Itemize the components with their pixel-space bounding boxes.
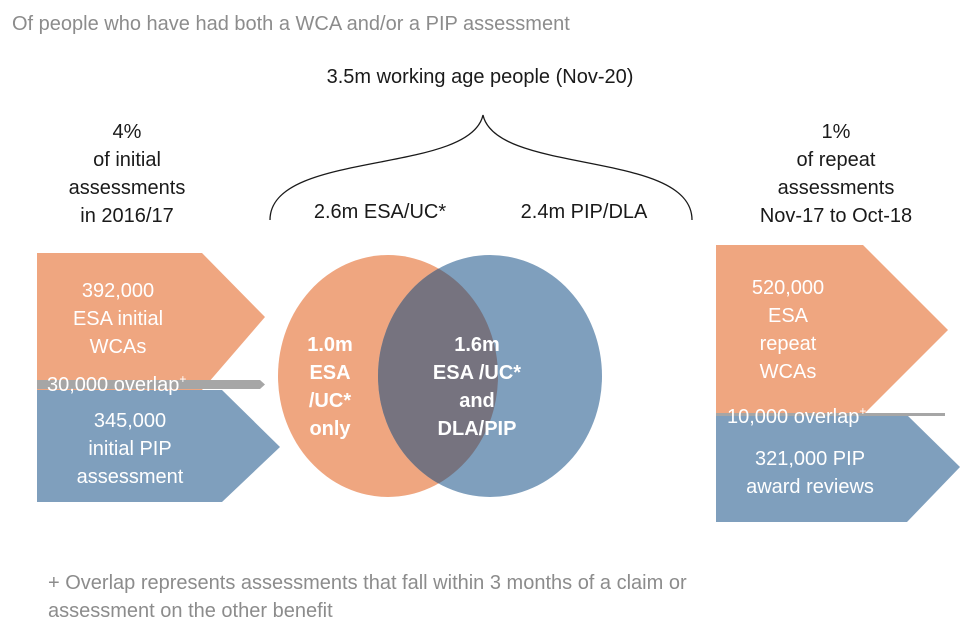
esa-repeat-text: 520,000 ESA repeat WCAs [752,277,824,383]
total-label: 3.5m working age people (Nov-20) [327,66,634,88]
plus-marker: + [179,372,186,386]
right-only-line: 0.8m [619,334,665,356]
overlap-right-label: 10,000 overlap+ [727,404,866,428]
right-set-label: 2.4m PIP/DLA [521,201,648,223]
esa-initial-line: ESA initial [73,308,163,330]
plus-marker: + [859,404,866,418]
pip-initial-line: initial PIP [88,438,171,460]
esa-repeat-line: WCAs [760,361,817,383]
right-stat: 1% of repeat assessments Nov-17 to Oct-1… [760,121,912,227]
overlap-right-text: 10,000 overlap [727,406,859,428]
overlap-region [378,255,498,497]
brace [269,114,693,221]
esa-repeat-line: ESA [768,305,809,327]
overlap-bar-right [716,413,945,416]
left-only-line: only [309,418,351,440]
right-stat-line: Nov-17 to Oct-18 [760,205,912,227]
esa-repeat-line: repeat [760,333,817,355]
pip-review-arrow [716,415,960,522]
right-stat-line: of repeat [797,149,876,171]
left-set-label: 2.6m ESA/UC* [314,201,446,223]
left-stat-line: 4% [113,121,142,143]
esa-initial-text: 392,000 ESA initial WCAs [73,280,163,358]
footnote-line: assessment on the other benefit [48,600,333,622]
both-line: ESA /UC* [433,362,521,384]
pip-initial-line: assessment [77,466,184,488]
left-stat-line: assessments [69,177,186,199]
both-line: DLA/PIP [438,418,517,440]
right-only-line: DLA [621,390,662,412]
pip-review-text: 321,000 PIP award reviews [746,448,874,498]
left-stat-line: in 2016/17 [80,205,173,227]
pip-review-line: 321,000 PIP [755,448,865,470]
both-text: 1.6m ESA /UC* and DLA/PIP [433,334,521,440]
right-only-line: PIP/ [623,362,661,384]
right-stat-line: 1% [822,121,851,143]
right-only-line: only [621,418,663,440]
left-only-line: ESA [309,362,350,384]
pip-initial-text: 345,000 initial PIP assessment [77,410,184,488]
esa-repeat-line: 520,000 [752,277,824,299]
left-only-line: 1.0m [307,334,353,356]
overlap-left-label: 30,000 overlap+ [47,372,186,396]
right-stat-line: assessments [778,177,895,199]
footnote-line: + Overlap represents assessments that fa… [48,572,687,594]
pip-initial-line: 345,000 [94,410,166,432]
overlap-left-text: 30,000 overlap [47,374,179,396]
footnote: + Overlap represents assessments that fa… [48,572,687,622]
left-stat-line: of initial [93,149,161,171]
left-only-text: 1.0m ESA /UC* only [307,334,353,440]
both-line: and [459,390,495,412]
right-only-text: 0.8m PIP/ DLA only [619,334,665,440]
overlap-bar-left [37,380,265,389]
both-line: 1.6m [454,334,500,356]
esa-initial-arrow [37,253,265,390]
left-stat: 4% of initial assessments in 2016/17 [69,121,186,227]
esa-repeat-arrow [716,245,948,415]
left-only-line: /UC* [309,390,351,412]
pip-initial-arrow [37,390,280,502]
esa-initial-line: 392,000 [82,280,154,302]
pip-review-line: award reviews [746,476,874,498]
title: Of people who have had both a WCA and/or… [12,13,570,35]
esa-initial-line: WCAs [90,336,147,358]
